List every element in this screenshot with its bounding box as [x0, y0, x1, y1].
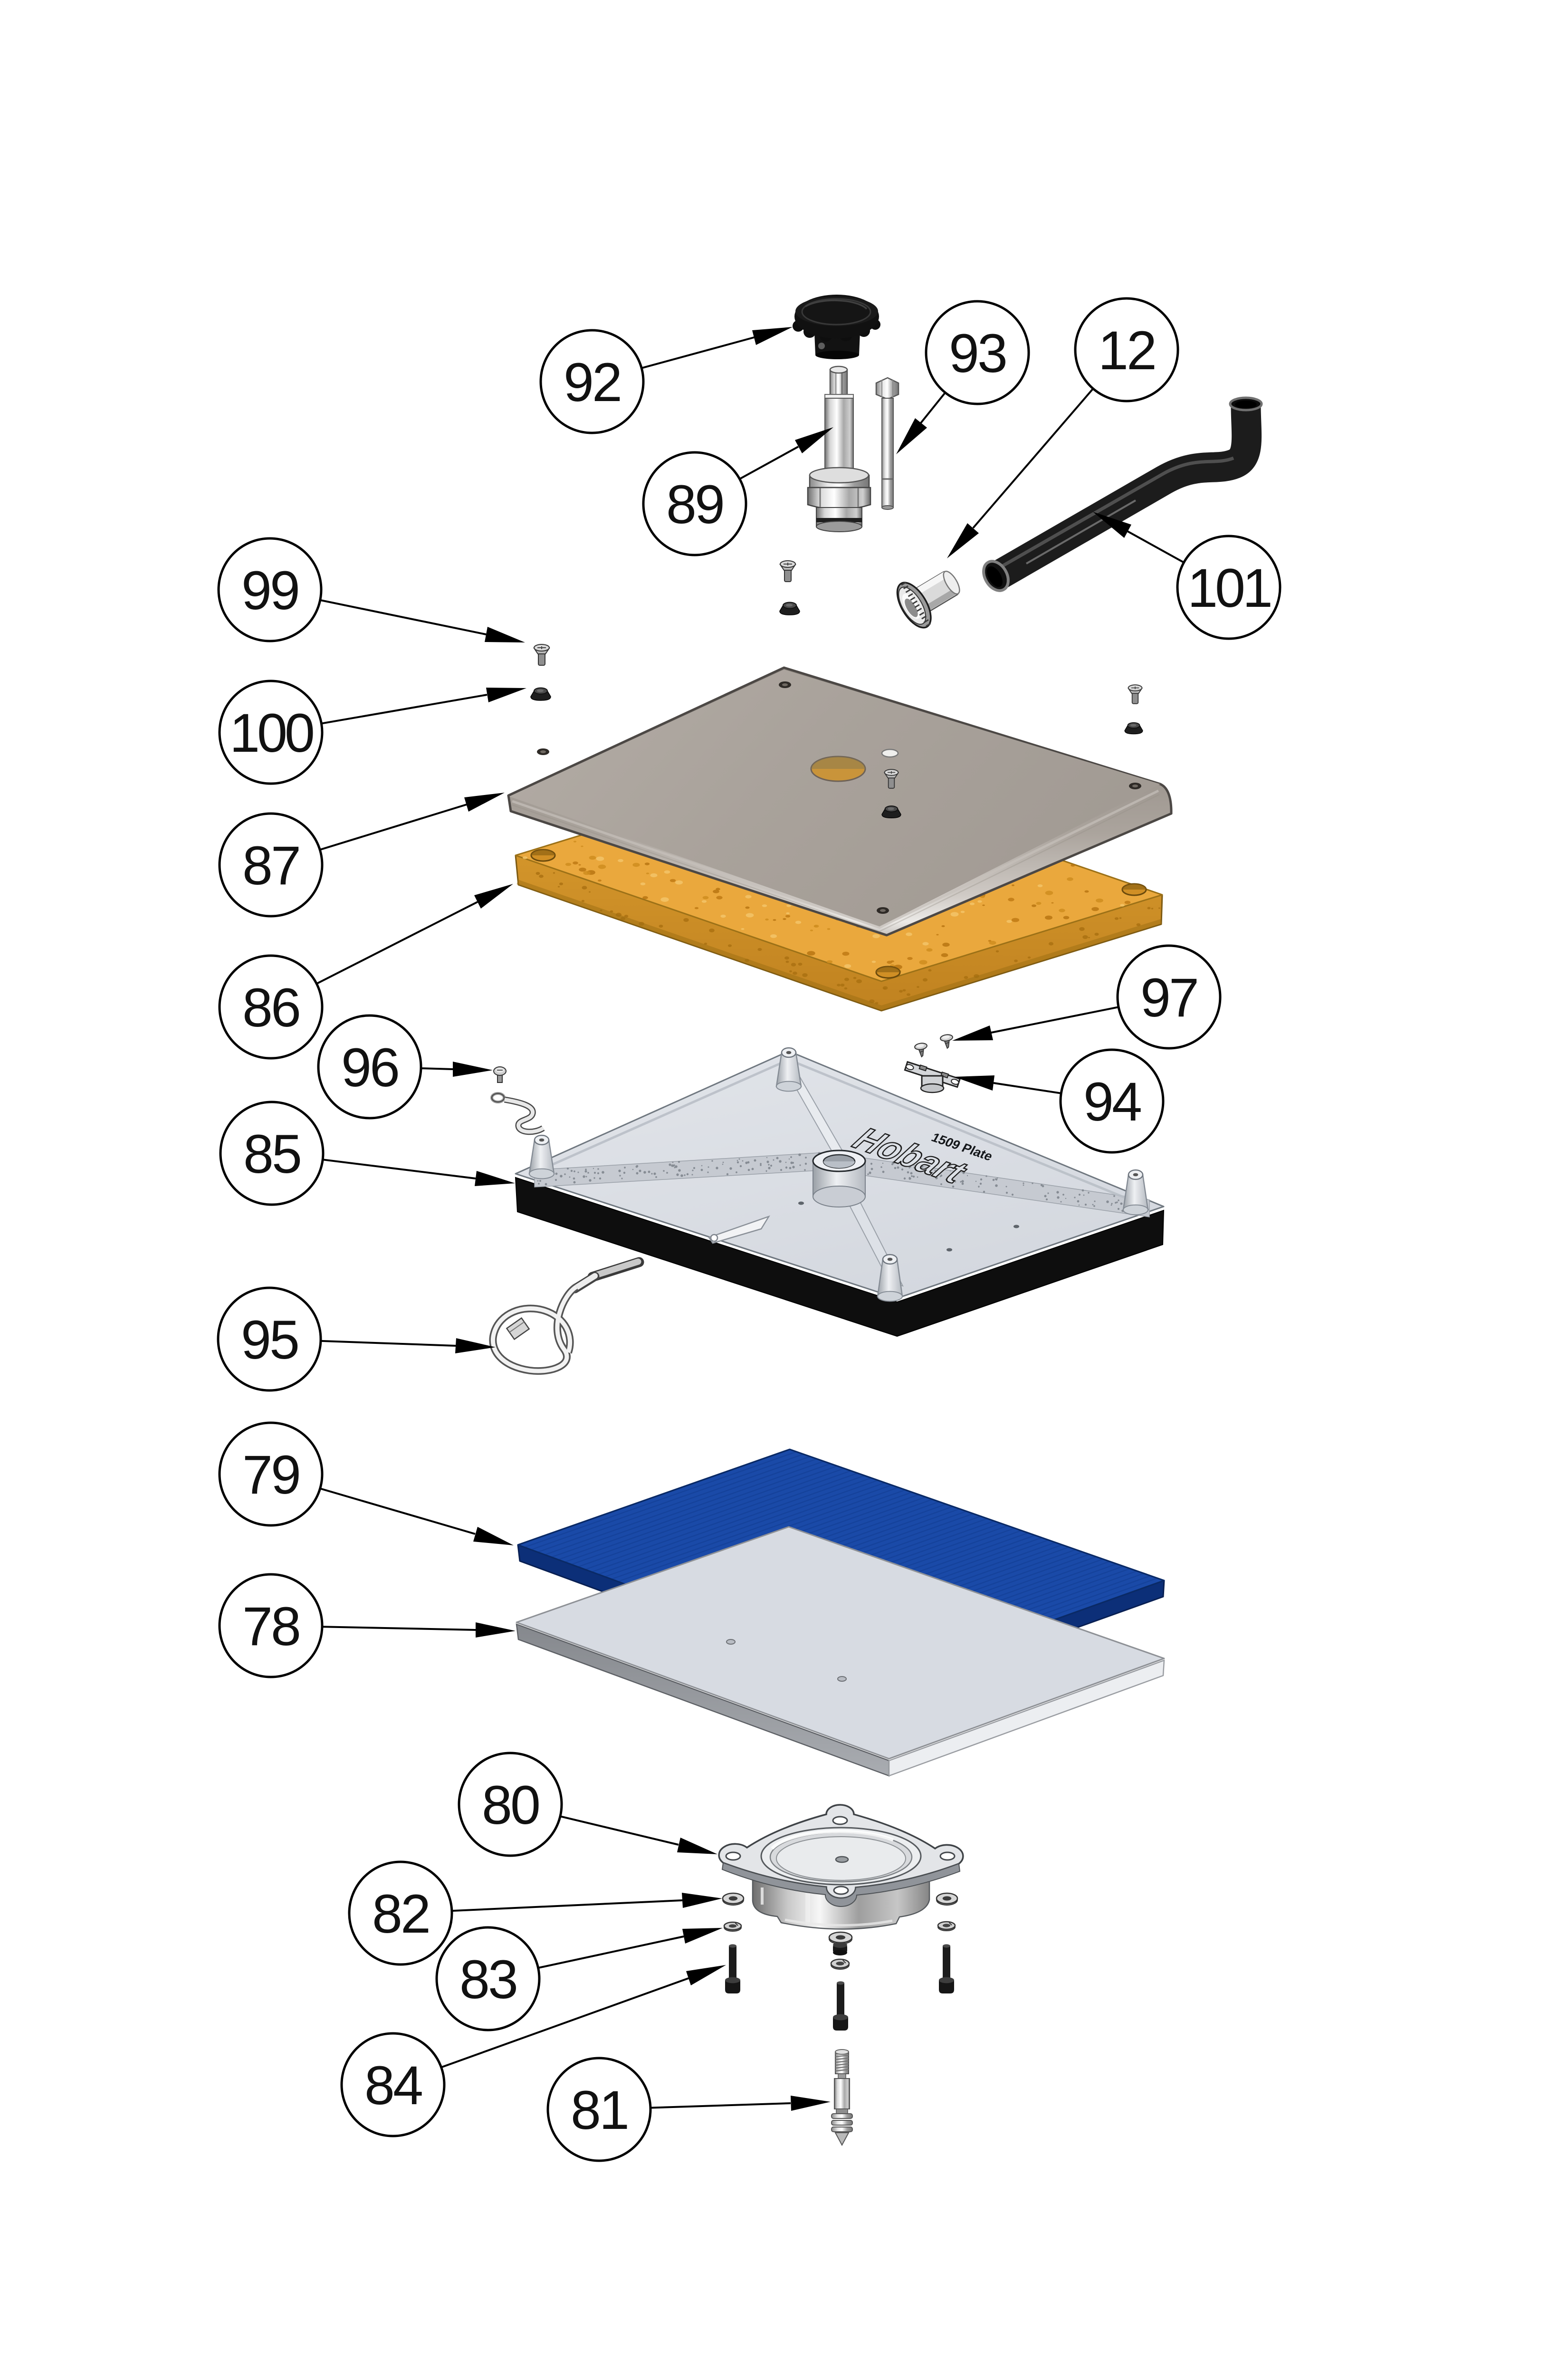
svg-text:96: 96	[341, 1037, 398, 1098]
svg-text:12: 12	[1098, 320, 1155, 381]
svg-text:83: 83	[459, 1949, 516, 2010]
svg-text:79: 79	[242, 1445, 299, 1505]
svg-text:85: 85	[243, 1124, 300, 1185]
svg-text:94: 94	[1083, 1072, 1141, 1132]
svg-text:99: 99	[241, 560, 298, 621]
svg-text:92: 92	[564, 352, 621, 413]
svg-text:87: 87	[242, 835, 299, 896]
svg-text:81: 81	[571, 2080, 628, 2141]
svg-text:86: 86	[242, 977, 299, 1038]
svg-text:84: 84	[364, 2055, 422, 2116]
svg-text:82: 82	[372, 1884, 429, 1945]
svg-text:78: 78	[242, 1596, 299, 1657]
svg-text:100: 100	[229, 703, 313, 764]
svg-text:101: 101	[1187, 558, 1271, 619]
svg-text:93: 93	[949, 323, 1006, 384]
svg-text:80: 80	[482, 1775, 539, 1836]
svg-text:95: 95	[241, 1310, 298, 1370]
svg-text:89: 89	[666, 474, 723, 535]
svg-text:97: 97	[1140, 968, 1197, 1028]
